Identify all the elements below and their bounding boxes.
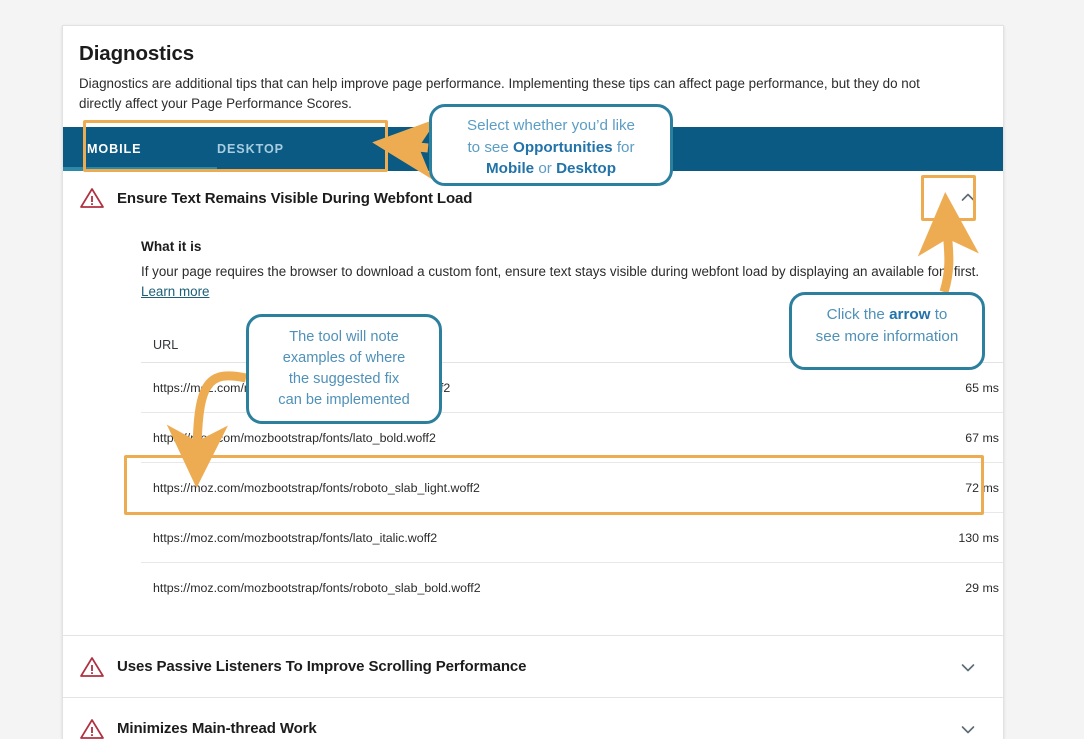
row-time: 67 ms [965, 430, 999, 445]
page-description: Diagnostics are additional tips that can… [79, 76, 920, 111]
section-title: Minimizes Main-thread Work [117, 720, 317, 737]
table-row[interactable]: https://moz.com/mozbootstrap/fonts/lato_… [141, 513, 1003, 563]
table-header-row: URL [141, 327, 1003, 363]
warning-triangle-icon [80, 656, 104, 677]
what-it-is-body: If your page requires the browser to dow… [141, 264, 980, 279]
divider [63, 697, 1003, 698]
row-url: https://moz.com/mozbootstrap/fonts/lato_… [153, 380, 451, 395]
learn-more-link[interactable]: Learn more [141, 283, 210, 299]
column-header-url: URL [153, 337, 179, 352]
tab-desktop[interactable]: DESKTOP [217, 127, 347, 171]
row-time: 65 ms [965, 380, 999, 395]
section-body: What it is If your page requires the bro… [63, 239, 1003, 635]
diagnostic-section-webfont: Ensure Text Remains Visible During Webfo… [63, 171, 1003, 635]
tab-desktop-label: DESKTOP [217, 142, 284, 156]
warning-triangle-icon [80, 718, 104, 739]
diagnostics-card: Diagnostics Diagnostics are additional t… [62, 25, 1004, 739]
platform-tabbar: MOBILE DESKTOP [63, 127, 1003, 171]
tab-mobile-label: MOBILE [87, 142, 142, 156]
section-title: Ensure Text Remains Visible During Webfo… [117, 189, 473, 207]
row-url: https://moz.com/mozbootstrap/fonts/lato_… [153, 430, 436, 445]
card-header: Diagnostics Diagnostics are additional t… [63, 26, 1003, 127]
table-row[interactable]: https://moz.com/mozbootstrap/fonts/lato_… [141, 413, 1003, 463]
chevron-down-icon[interactable] [957, 656, 979, 678]
row-time: 72 ms [965, 480, 999, 495]
section-header[interactable]: Ensure Text Remains Visible During Webfo… [63, 171, 1003, 225]
section-title: Uses Passive Listeners To Improve Scroll… [117, 658, 527, 675]
row-url: https://moz.com/mozbootstrap/fonts/robot… [153, 480, 480, 495]
tab-mobile[interactable]: MOBILE [63, 127, 217, 171]
row-time: 29 ms [965, 581, 999, 595]
divider [63, 635, 1003, 636]
chevron-up-icon[interactable] [957, 187, 979, 209]
page-title: Diagnostics [79, 42, 195, 65]
table-row[interactable]: https://moz.com/mozbootstrap/fonts/lato_… [141, 363, 1003, 413]
row-time: 130 ms [958, 530, 999, 545]
what-it-is-text: If your page requires the browser to dow… [141, 262, 987, 301]
diagnostic-section-passive-listeners[interactable]: Uses Passive Listeners To Improve Scroll… [63, 636, 1003, 697]
row-url: https://moz.com/mozbootstrap/fonts/robot… [153, 581, 481, 595]
url-table: URL https://moz.com/mozbootstrap/fonts/l… [141, 327, 1003, 613]
table-row[interactable]: https://moz.com/mozbootstrap/fonts/robot… [141, 563, 1003, 613]
chevron-down-icon[interactable] [957, 718, 979, 739]
table-row[interactable]: https://moz.com/mozbootstrap/fonts/robot… [141, 463, 1003, 513]
diagnostic-section-main-thread[interactable]: Minimizes Main-thread Work [63, 698, 1003, 739]
row-url: https://moz.com/mozbootstrap/fonts/lato_… [153, 530, 438, 545]
warning-triangle-icon [80, 188, 104, 208]
what-it-is-heading: What it is [141, 239, 202, 254]
